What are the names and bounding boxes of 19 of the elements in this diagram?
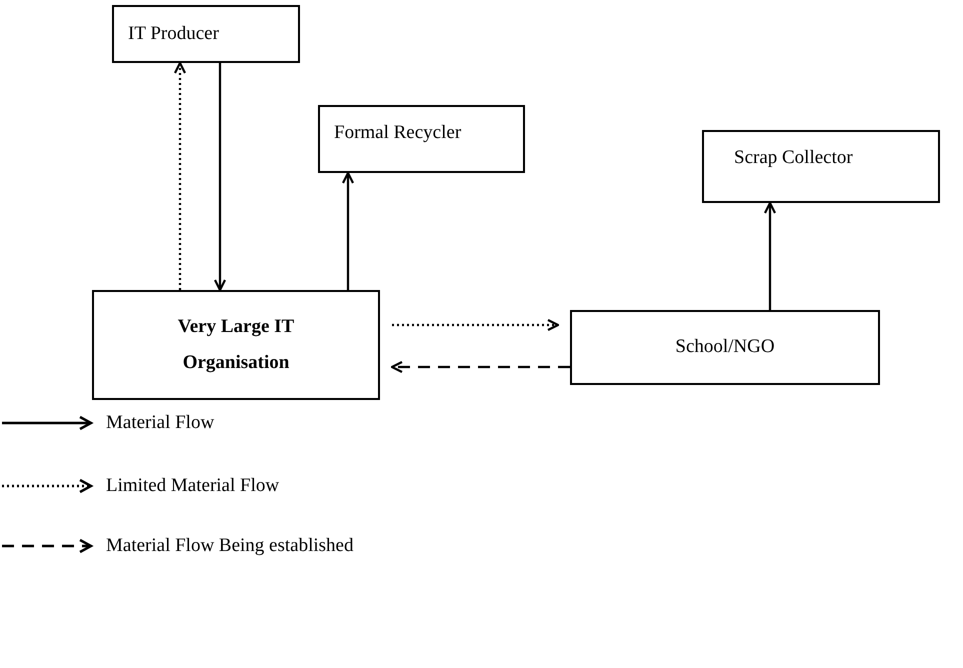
process-box (112, 5, 300, 63)
process-box (570, 310, 880, 385)
arrow (214, 63, 226, 292)
node-label: School/NGO (675, 335, 775, 360)
process-box (702, 130, 940, 203)
node-label: Scrap Collector (734, 146, 853, 170)
arrow (764, 202, 776, 310)
node-label: Formal Recycler (334, 121, 462, 145)
process-box (318, 105, 525, 173)
node-label: Very Large IT Organisation (176, 314, 296, 375)
legend-label: Limited Material Flow (106, 475, 280, 497)
arrow (342, 172, 354, 290)
legend-label: Material Flow Being established (106, 535, 354, 557)
arrow (392, 318, 560, 332)
process-box (92, 290, 380, 400)
node-label: IT Producer (128, 22, 219, 46)
arrow (390, 360, 570, 374)
arrow (174, 62, 186, 290)
legend-label: Material Flow (106, 412, 214, 434)
